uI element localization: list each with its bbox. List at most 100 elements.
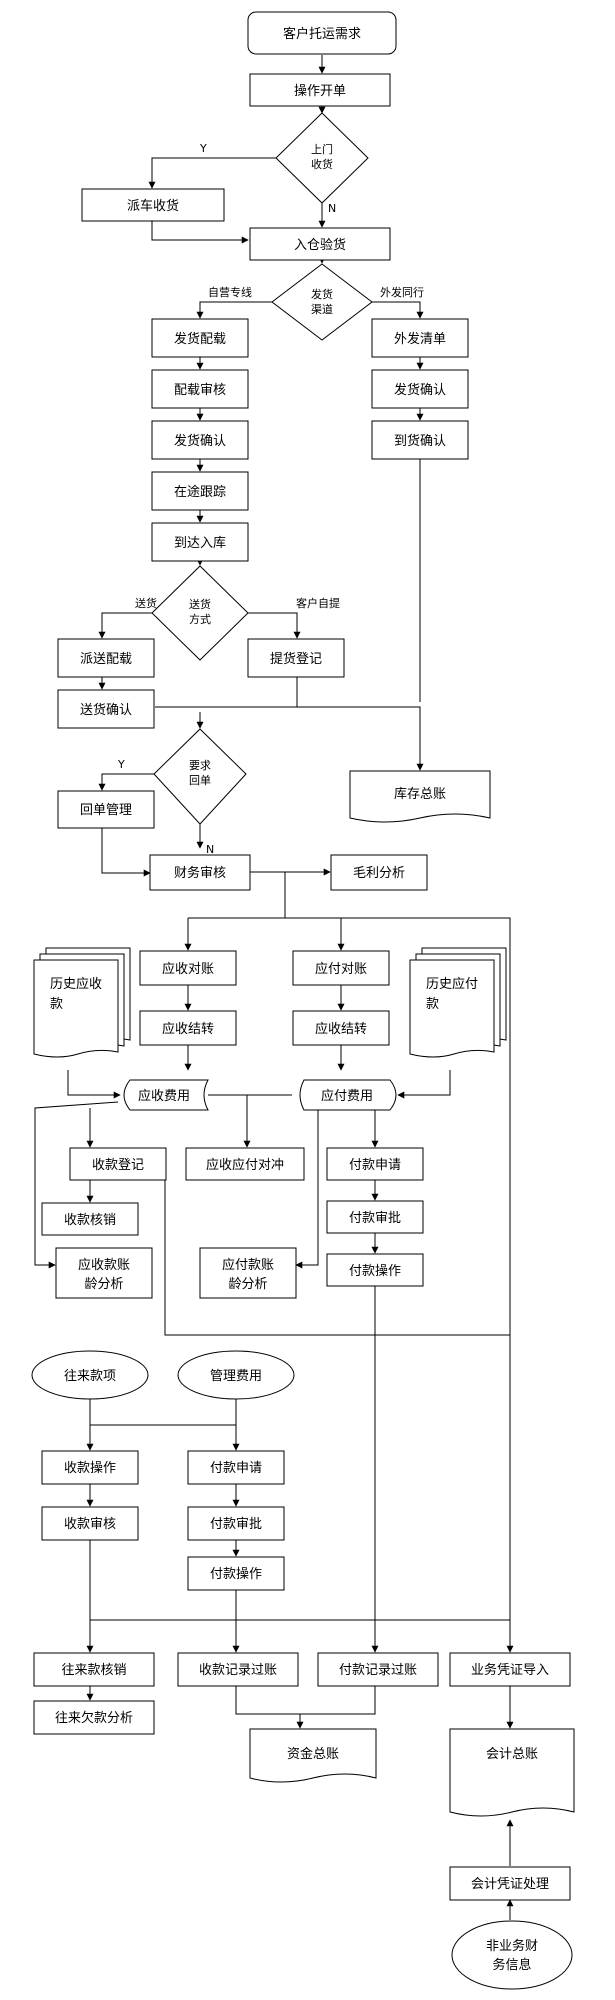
doc-history-receivable: 历史应收 款 [33, 947, 131, 1058]
tag-receivable-fee: 应收费用 [123, 1079, 209, 1111]
node-collection-register-label: 收款登记 [92, 1158, 144, 1173]
doc-history-payable-line1: 历史应付 [426, 976, 478, 992]
decision-pickup: 上门 收货 [275, 112, 369, 204]
node-receivable-reconcile: 应收对账 [139, 950, 237, 986]
node-payment-apply-2-label: 付款申请 [210, 1461, 262, 1476]
doc-inventory-ledger-label: 库存总账 [394, 786, 446, 802]
node-transit-tracking-label: 在途跟踪 [174, 484, 226, 500]
node-delivery-allocation-label: 发货配载 [174, 331, 226, 347]
node-payment-apply: 付款申请 [326, 1147, 424, 1181]
node-arrival-confirm: 到货确认 [371, 420, 469, 460]
node-voucher-import: 业务凭证导入 [449, 1652, 571, 1687]
node-offset: 应收应付对冲 [185, 1147, 305, 1181]
node-voucher-import-label: 业务凭证导入 [471, 1662, 549, 1678]
node-collection-operation-label: 收款操作 [64, 1460, 116, 1476]
node-receipt-management: 回单管理 [57, 790, 155, 829]
node-current-writeoff-label: 往来款核销 [61, 1663, 126, 1678]
edge-label-pickup-yes: Y [199, 142, 207, 155]
node-delivery-confirm-label: 发货确认 [174, 433, 226, 449]
node-gross-profit: 毛利分析 [330, 854, 428, 891]
node-current-writeoff: 往来款核销 [33, 1652, 155, 1687]
node-allocation-review: 配载审核 [151, 369, 249, 409]
doc-history-payable: 历史应付 款 [409, 947, 507, 1058]
node-non-business-info: 非业务财 务信息 [451, 1920, 573, 1990]
doc-history-receivable-line1: 历史应收 [50, 976, 102, 992]
node-dispatch-pickup-label: 派车收货 [127, 198, 179, 214]
node-customer-request-label: 客户托运需求 [283, 26, 361, 42]
decision-receipt: 要求 回单 [153, 728, 247, 825]
node-voucher-processing-label: 会计凭证处理 [471, 1877, 549, 1892]
node-payment-apply-2: 付款申请 [187, 1450, 285, 1485]
decision-receipt-line1: 要求 [189, 759, 211, 772]
node-delivery-receipt-confirm: 送货确认 [57, 689, 155, 729]
node-transit-tracking: 在途跟踪 [151, 471, 249, 511]
node-collection-review: 收款审核 [41, 1506, 139, 1541]
node-receivable-aging: 应收款账 龄分析 [55, 1247, 153, 1299]
node-management-fee-label: 管理费用 [210, 1369, 262, 1384]
node-collection-writeoff: 收款核销 [41, 1202, 139, 1236]
node-delivery-receipt-confirm-label: 送货确认 [80, 702, 132, 718]
node-receipt-management-label: 回单管理 [80, 803, 132, 818]
decision-pickup-line2: 收货 [311, 157, 333, 171]
tag-receivable-fee-label: 应收费用 [138, 1088, 190, 1104]
node-allocation-review-label: 配载审核 [174, 383, 226, 398]
node-payment-posting-label: 付款记录过账 [339, 1663, 417, 1678]
node-collection-posting: 收款记录过账 [177, 1652, 299, 1687]
node-dispatch-allocation-label: 派送配载 [80, 652, 132, 667]
decision-receipt-line2: 回单 [189, 774, 211, 787]
node-collection-posting-label: 收款记录过账 [199, 1663, 277, 1678]
doc-accounting-ledger: 会计总账 [449, 1728, 575, 1817]
node-payable-carry-label: 应收结转 [315, 1021, 367, 1037]
node-finance-review: 财务审核 [149, 854, 251, 891]
node-payable-reconcile: 应付对账 [292, 950, 390, 986]
node-dispatch-pickup: 派车收货 [81, 188, 225, 222]
edge-label-receipt-yes: Y [117, 758, 125, 771]
node-gross-profit-label: 毛利分析 [353, 866, 405, 881]
node-payable-aging-line1: 应付款账 [222, 1257, 274, 1273]
tag-payable-fee-label: 应付费用 [321, 1088, 373, 1104]
node-payment-operation-2-label: 付款操作 [210, 1566, 262, 1582]
node-operation-order-label: 操作开单 [294, 83, 346, 99]
node-payment-operation: 付款操作 [326, 1253, 424, 1287]
doc-inventory-ledger: 库存总账 [349, 770, 491, 823]
node-outsource-list: 外发清单 [371, 318, 469, 358]
node-payment-approve-2-label: 付款审批 [210, 1517, 262, 1532]
node-current-accounts: 往来款项 [31, 1350, 149, 1400]
node-receivable-aging-line2: 龄分析 [84, 1277, 123, 1292]
node-management-fee: 管理费用 [177, 1350, 295, 1400]
decision-delivery-method-line2: 方式 [189, 612, 211, 626]
node-delivery-confirm: 发货确认 [151, 420, 249, 460]
node-payment-approve-label: 付款审批 [349, 1211, 401, 1226]
node-outsource-confirm: 发货确认 [371, 369, 469, 409]
node-collection-review-label: 收款审核 [64, 1517, 116, 1532]
node-payment-operation-2: 付款操作 [187, 1556, 285, 1591]
node-payment-approve-2: 付款审批 [187, 1506, 285, 1541]
edge-label-customer-pickup: 客户自提 [296, 596, 340, 610]
decision-pickup-line1: 上门 [311, 142, 333, 156]
node-customer-request: 客户托运需求 [247, 11, 397, 55]
node-non-business-info-line2: 务信息 [492, 1957, 531, 1973]
node-payable-aging-line2: 龄分析 [228, 1277, 267, 1292]
edge-label-outsource-peer: 外发同行 [380, 285, 424, 299]
node-outsource-list-label: 外发清单 [394, 331, 446, 347]
node-pickup-register-label: 提货登记 [270, 651, 322, 667]
node-receivable-reconcile-label: 应收对账 [162, 961, 214, 977]
node-payment-approve: 付款审批 [326, 1200, 424, 1234]
edge-label-deliver: 送货 [135, 596, 157, 610]
doc-history-receivable-line2: 款 [50, 997, 63, 1012]
edge-label-self-line: 自营专线 [208, 285, 252, 299]
node-voucher-processing: 会计凭证处理 [449, 1866, 571, 1901]
doc-fund-ledger: 资金总账 [249, 1728, 377, 1783]
node-offset-label: 应收应付对冲 [206, 1157, 284, 1173]
tag-payable-fee: 应付费用 [299, 1079, 397, 1111]
node-non-business-info-line1: 非业务财 [486, 1938, 538, 1954]
node-arrival-storage-label: 到达入库 [174, 535, 226, 551]
node-collection-writeoff-label: 收款核销 [64, 1213, 116, 1228]
node-current-accounts-label: 往来款项 [64, 1369, 116, 1384]
node-payable-reconcile-label: 应付对账 [315, 961, 367, 977]
node-payable-aging: 应付款账 龄分析 [199, 1247, 297, 1299]
node-payment-posting: 付款记录过账 [317, 1652, 439, 1687]
decision-delivery-method-line1: 送货 [189, 597, 211, 611]
node-finance-review-label: 财务审核 [174, 865, 226, 881]
